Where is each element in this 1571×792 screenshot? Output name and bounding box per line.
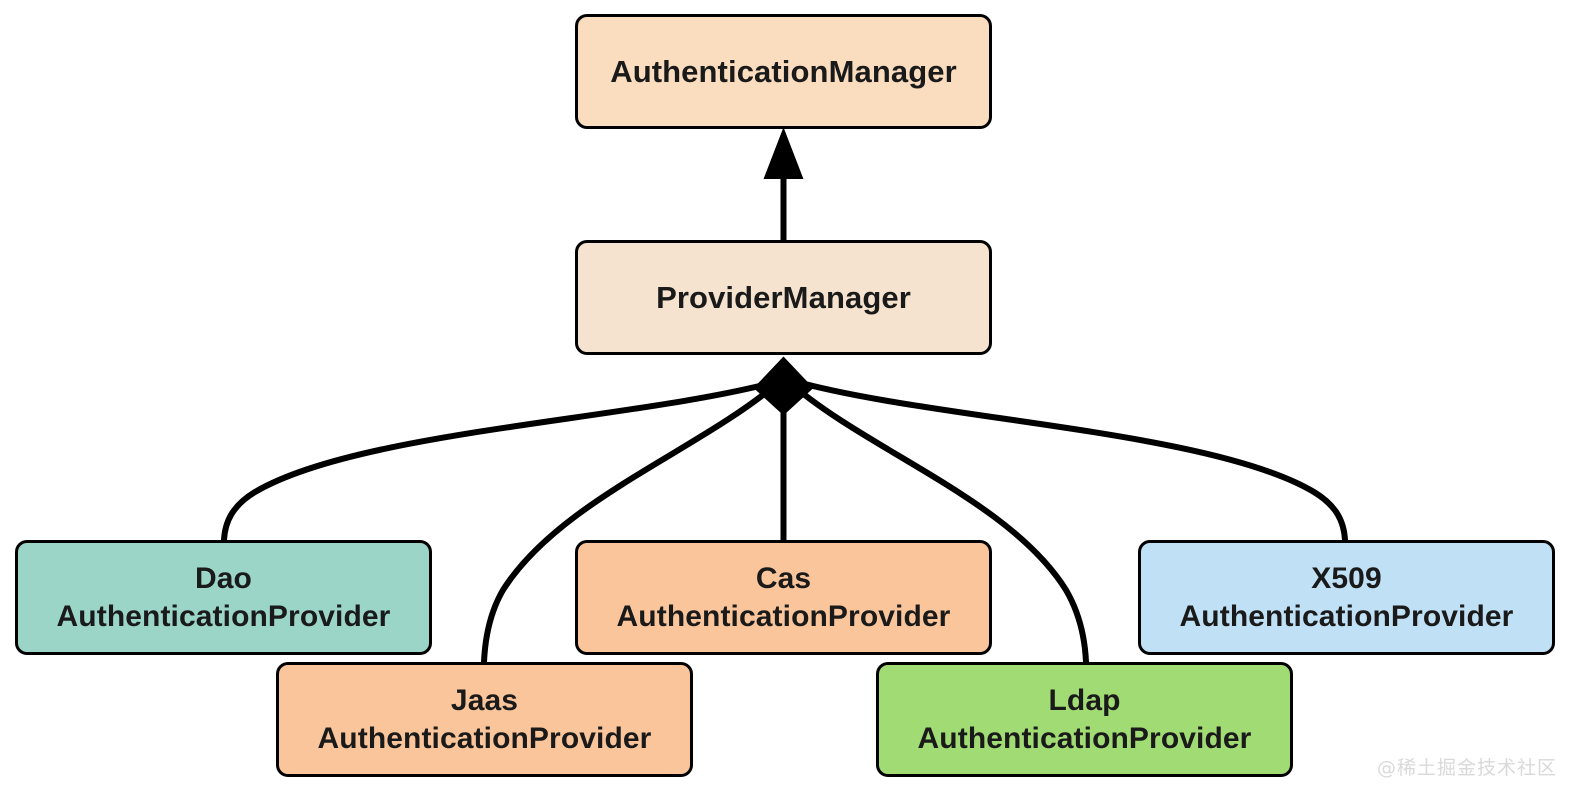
watermark: @稀土掘金技术社区 xyxy=(1376,757,1557,779)
generalization-arrowhead xyxy=(763,127,804,179)
node-label-line: Jaas xyxy=(450,683,519,717)
node-label-line: ProviderManager xyxy=(656,279,911,315)
edge-generalization xyxy=(763,127,804,240)
node-cas-authentication-provider[interactable]: Cas AuthenticationProvider xyxy=(575,540,992,655)
node-label-line: AuthenticationProvider xyxy=(317,721,652,755)
node-label-line: AuthenticationProvider xyxy=(616,599,951,633)
edge-composition-ldap xyxy=(786,379,1089,665)
node-label-line: Ldap xyxy=(1048,683,1121,717)
node-label-line: Cas xyxy=(755,561,812,595)
node-label-line: AuthenticationManager xyxy=(610,53,957,89)
composition-diamond xyxy=(753,356,814,416)
edge-composition-dao xyxy=(221,377,786,543)
edge-composition-jaas xyxy=(481,379,782,665)
node-label-line: Dao xyxy=(195,561,252,595)
node-x509-authentication-provider[interactable]: X509 AuthenticationProvider xyxy=(1138,540,1555,655)
node-label-line: AuthenticationProvider xyxy=(1179,599,1514,633)
node-label-line: AuthenticationProvider xyxy=(56,599,391,633)
node-label-line: AuthenticationProvider xyxy=(917,721,1252,755)
node-jaas-authentication-provider[interactable]: Jaas AuthenticationProvider xyxy=(276,662,693,777)
node-ldap-authentication-provider[interactable]: Ldap AuthenticationProvider xyxy=(876,662,1293,777)
edge-composition-x509 xyxy=(787,377,1348,543)
node-provider-manager[interactable]: ProviderManager xyxy=(575,240,992,355)
node-dao-authentication-provider[interactable]: Dao AuthenticationProvider xyxy=(15,540,432,655)
node-label-line: X509 xyxy=(1311,561,1382,595)
node-authentication-manager[interactable]: AuthenticationManager xyxy=(575,14,992,129)
